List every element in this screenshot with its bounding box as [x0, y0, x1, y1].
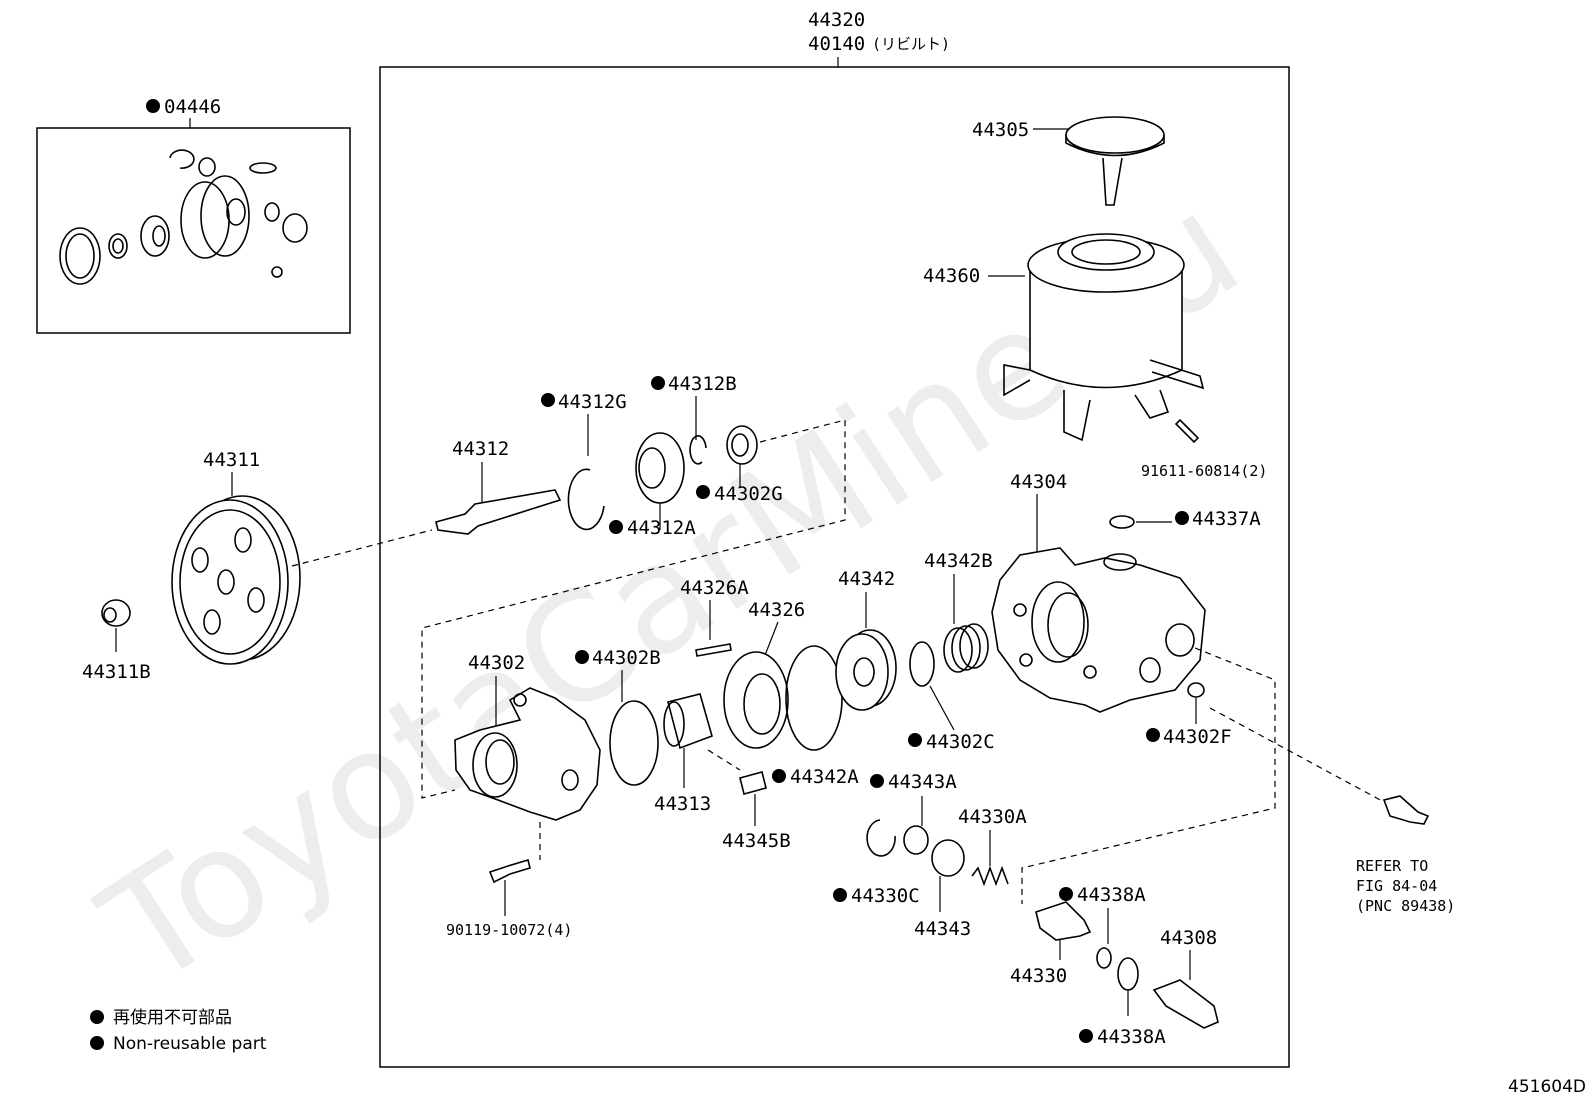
label-44312A[interactable]: 44312A — [627, 517, 696, 539]
kit-seals — [59, 149, 308, 285]
label-44302[interactable]: 44302 — [468, 652, 525, 674]
bolt-90119: 90119-10072(4) — [446, 858, 572, 939]
label-44311[interactable]: 44311 — [203, 449, 260, 471]
oring-44337A: 44337A — [1109, 508, 1261, 530]
label-44302F[interactable]: 44302F — [1163, 726, 1232, 748]
snap-ring-44312G: 44312G — [541, 391, 627, 531]
non-reusable-dot — [696, 485, 710, 499]
vane-44345B: 44345B — [722, 771, 791, 852]
legend-dot-en — [90, 1036, 104, 1050]
label-44338A-lower[interactable]: 44338A — [1097, 1026, 1166, 1048]
spring-44342B: 44342B — [924, 550, 993, 673]
non-reusable-dot — [146, 99, 160, 113]
label-44330[interactable]: 44330 — [1010, 965, 1067, 987]
rotor-44313: 44313 — [654, 693, 713, 815]
non-reusable-dot — [870, 774, 884, 788]
non-reusable-dot — [1146, 728, 1160, 742]
figure-id: 451604D — [1508, 1077, 1586, 1097]
non-reusable-dot — [772, 769, 786, 783]
snap-ring-44330C: 44330C — [833, 819, 920, 907]
label-44302B[interactable]: 44302B — [592, 647, 661, 669]
label-44320[interactable]: 44320 — [808, 9, 865, 31]
front-housing-44302: 44302 — [454, 652, 601, 821]
label-40140[interactable]: 40140 — [808, 33, 865, 55]
plug-44302F: 44302F — [1146, 682, 1232, 748]
assembly-guide-lines — [291, 419, 1385, 904]
union-44308: 44308 — [1152, 927, 1219, 1029]
gasket-kit: 04446 — [36, 96, 351, 334]
legend: 再使用不可部品 Non-reusable part — [90, 1007, 267, 1054]
non-reusable-dot — [833, 888, 847, 902]
bolt-91611: 91611-60814(2) — [1141, 418, 1267, 480]
valve-44330: 44330 — [1010, 901, 1092, 987]
refer-line3[interactable]: (PNC 89438) — [1356, 897, 1455, 915]
label-44305[interactable]: 44305 — [972, 119, 1029, 141]
snap-ring-44312B: 44312B — [651, 373, 737, 465]
oring-44343A: 44343A — [870, 771, 957, 855]
reservoir-44360: 44360 — [923, 233, 1205, 442]
label-44312G[interactable]: 44312G — [558, 391, 627, 413]
label-44302G[interactable]: 44302G — [714, 483, 783, 505]
label-44330C[interactable]: 44330C — [851, 885, 920, 907]
non-reusable-dot — [1059, 887, 1073, 901]
label-44360[interactable]: 44360 — [923, 265, 980, 287]
oring-44302B: 44302B — [575, 647, 661, 786]
reservoir-cap-44305: 44305 — [972, 116, 1165, 206]
oring-44342A: 44342A — [772, 645, 859, 788]
plug-44343: 44343 — [914, 839, 971, 940]
nut-44311B: 44311B — [82, 599, 151, 683]
label-44312B[interactable]: 44312B — [668, 373, 737, 395]
non-reusable-dot — [575, 650, 589, 664]
non-reusable-dot — [908, 733, 922, 747]
label-rebuilt-note: (リビルト) — [872, 35, 950, 53]
legend-en: Non-reusable part — [113, 1034, 267, 1054]
label-90119-10072[interactable]: 90119-10072(4) — [446, 921, 572, 939]
bearing-44312A: 44312A — [609, 432, 696, 539]
side-plate-44342: 44342 — [835, 568, 897, 711]
oring-44338A-lower: 44338A — [1079, 957, 1166, 1048]
spring-44330A: 44330A — [958, 806, 1027, 887]
label-44326[interactable]: 44326 — [748, 599, 805, 621]
label-44343A[interactable]: 44343A — [888, 771, 957, 793]
legend-dot-jp — [90, 1010, 104, 1024]
label-44308[interactable]: 44308 — [1160, 927, 1217, 949]
label-44345B[interactable]: 44345B — [722, 830, 791, 852]
shaft-44312: 44312 — [435, 438, 562, 535]
label-44330A[interactable]: 44330A — [958, 806, 1027, 828]
label-91611-60814[interactable]: 91611-60814(2) — [1141, 462, 1267, 480]
oring-44302C: 44302C — [908, 641, 995, 753]
label-44337A[interactable]: 44337A — [1192, 508, 1261, 530]
cam-ring-44326: 44326 — [723, 599, 805, 749]
label-44343[interactable]: 44343 — [914, 918, 971, 940]
label-44342A[interactable]: 44342A — [790, 766, 859, 788]
label-44302C[interactable]: 44302C — [926, 731, 995, 753]
label-44312[interactable]: 44312 — [452, 438, 509, 460]
label-04446[interactable]: 04446 — [164, 96, 221, 118]
label-44311B[interactable]: 44311B — [82, 661, 151, 683]
label-44342B[interactable]: 44342B — [924, 550, 993, 572]
non-reusable-dot — [651, 376, 665, 390]
oring-44338A-upper: 44338A — [1059, 884, 1146, 969]
pulley-44311: 44311 — [171, 449, 301, 665]
non-reusable-dot — [541, 393, 555, 407]
pump-body-44304: 44304 — [991, 471, 1206, 713]
pin-44326A: 44326A — [680, 577, 749, 657]
assembly-box: 44320 40140 (リビルト) — [379, 9, 1290, 1068]
non-reusable-dot — [1079, 1029, 1093, 1043]
refer-line1[interactable]: REFER TO — [1356, 857, 1428, 875]
refer-note: REFER TO FIG 84-04 (PNC 89438) — [1356, 795, 1455, 915]
legend-jp: 再使用不可部品 — [113, 1007, 232, 1028]
seal-44302G: 44302G — [696, 425, 783, 505]
refer-line2[interactable]: FIG 84-04 — [1356, 877, 1437, 895]
label-44342[interactable]: 44342 — [838, 568, 895, 590]
label-44326A[interactable]: 44326A — [680, 577, 749, 599]
non-reusable-dot — [609, 520, 623, 534]
label-44338A-upper[interactable]: 44338A — [1077, 884, 1146, 906]
label-44304[interactable]: 44304 — [1010, 471, 1067, 493]
non-reusable-dot — [1175, 511, 1189, 525]
label-44313[interactable]: 44313 — [654, 793, 711, 815]
